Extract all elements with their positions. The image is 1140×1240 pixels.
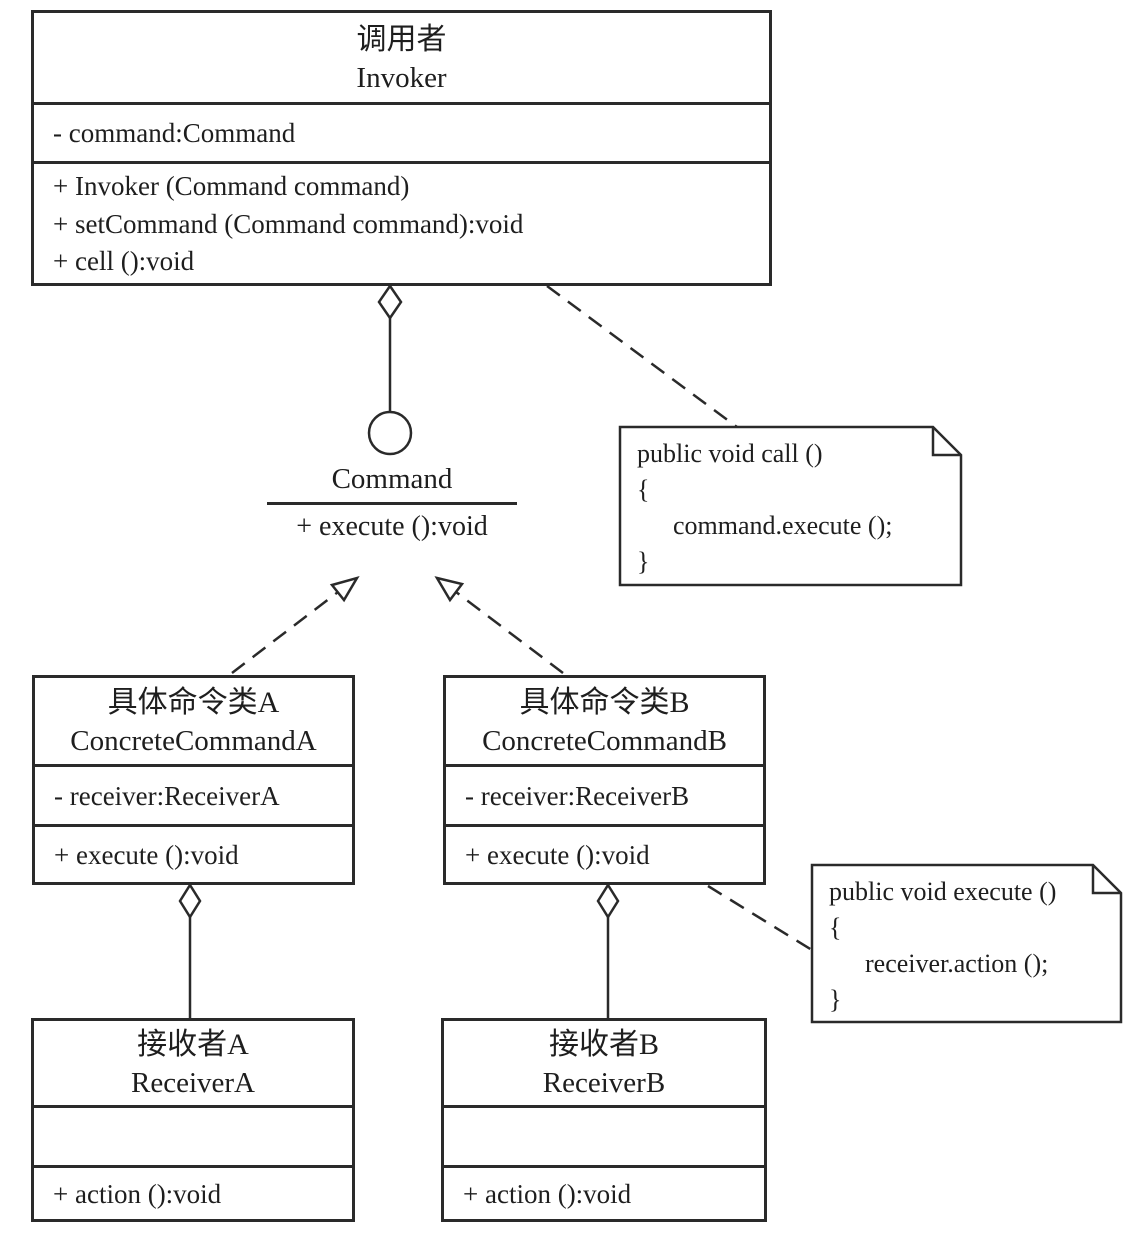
concrete-command-a-class-box: 具体命令类A ConcreteCommandA - receiver:Recei…: [32, 675, 355, 885]
code-line: public void execute (): [829, 877, 1057, 906]
class-name-cn: 接收者B: [548, 1028, 659, 1061]
code-line: }: [829, 985, 842, 1014]
receiver-b-header: 接收者B ReceiverB: [444, 1021, 764, 1108]
invoker-call-note-connector: [546, 284, 738, 429]
receiver-a-methods-section: + action ():void: [34, 1168, 352, 1219]
command-interface-method: + execute ():void: [296, 511, 488, 542]
concrete-command-b-class-box: 具体命令类B ConcreteCommandB - receiver:Recei…: [443, 675, 766, 885]
note-dogear-icon: [931, 427, 961, 457]
concrete-command-a-attributes-section: - receiver:ReceiverA: [35, 767, 352, 827]
method-row: + execute ():void: [54, 839, 239, 870]
method-row: + execute ():void: [465, 839, 650, 870]
code-line: public void call (): [637, 439, 823, 468]
concrete-command-a-header: 具体命令类A ConcreteCommandA: [35, 678, 352, 767]
class-name-en: ReceiverA: [131, 1067, 255, 1099]
concrete-command-a-methods-section: + execute ():void: [35, 827, 352, 882]
concrete-command-b-execute-note-connector: [707, 884, 813, 952]
attribute-row: - receiver:ReceiverB: [465, 780, 690, 811]
execute-note-text: public void execute () { receiver.action…: [829, 874, 1109, 1018]
class-name-cn: 具体命令类B: [519, 686, 690, 719]
class-name-en: ConcreteCommandA: [70, 725, 317, 757]
call-note-text: public void call () { command.execute ()…: [637, 436, 937, 580]
class-name-cn: 接收者A: [137, 1028, 249, 1061]
concrete-command-b-attributes-section: - receiver:ReceiverB: [446, 767, 763, 827]
invoker-methods-section: + Invoker (Command command) + setCommand…: [34, 164, 769, 283]
attribute-row: - command:Command: [53, 118, 296, 148]
code-line: receiver.action ();: [865, 949, 1049, 978]
aggregation-diamond-icon: [178, 882, 202, 920]
attribute-row: - receiver:ReceiverA: [54, 780, 280, 811]
class-name-en: ConcreteCommandB: [482, 725, 727, 757]
command-interface-name: Command: [267, 463, 517, 505]
command-interface-label: Command + execute ():void: [267, 463, 517, 543]
code-line: }: [637, 547, 650, 576]
receiver-a-attributes-section: [34, 1108, 352, 1168]
method-row: + Invoker (Command command): [53, 170, 410, 201]
concrete-command-b-methods-section: + execute ():void: [446, 827, 763, 882]
code-line: command.execute ();: [673, 511, 893, 540]
receiver-a-header: 接收者A ReceiverA: [34, 1021, 352, 1108]
receiver-b-class-box: 接收者B ReceiverB + action ():void: [441, 1018, 767, 1222]
receiver-b-methods-section: + action ():void: [444, 1168, 764, 1219]
aggregation-diamond-icon: [377, 283, 403, 321]
class-name-en: ReceiverB: [542, 1067, 666, 1099]
code-line: {: [637, 475, 650, 504]
invoker-class-name-cn: 调用者: [356, 22, 447, 56]
invoker-attributes-section: - command:Command: [34, 105, 769, 164]
receiver-a-class-box: 接收者A ReceiverA + action ():void: [31, 1018, 355, 1222]
receiver-b-attributes-section: [444, 1108, 764, 1168]
method-row: + action ():void: [53, 1178, 222, 1209]
realization-line-a: [231, 591, 339, 674]
method-row: + action ():void: [463, 1178, 632, 1209]
code-line: {: [829, 913, 842, 942]
interface-lollipop-circle-icon: [367, 410, 413, 456]
realization-arrowhead-icon: [329, 575, 360, 603]
class-name-cn: 具体命令类A: [107, 686, 280, 719]
method-row: + setCommand (Command command):void: [53, 208, 524, 239]
aggregation-diamond-icon: [596, 882, 620, 920]
invoker-class-box: 调用者 Invoker - command:Command + Invoker …: [31, 10, 772, 286]
method-row: + cell ():void: [53, 246, 195, 277]
realization-arrowhead-icon: [434, 576, 465, 603]
realization-line-b: [455, 591, 564, 674]
invoker-class-header: 调用者 Invoker: [34, 13, 769, 105]
concrete-command-b-header: 具体命令类B ConcreteCommandB: [446, 678, 763, 767]
invoker-class-name-en: Invoker: [356, 61, 447, 94]
